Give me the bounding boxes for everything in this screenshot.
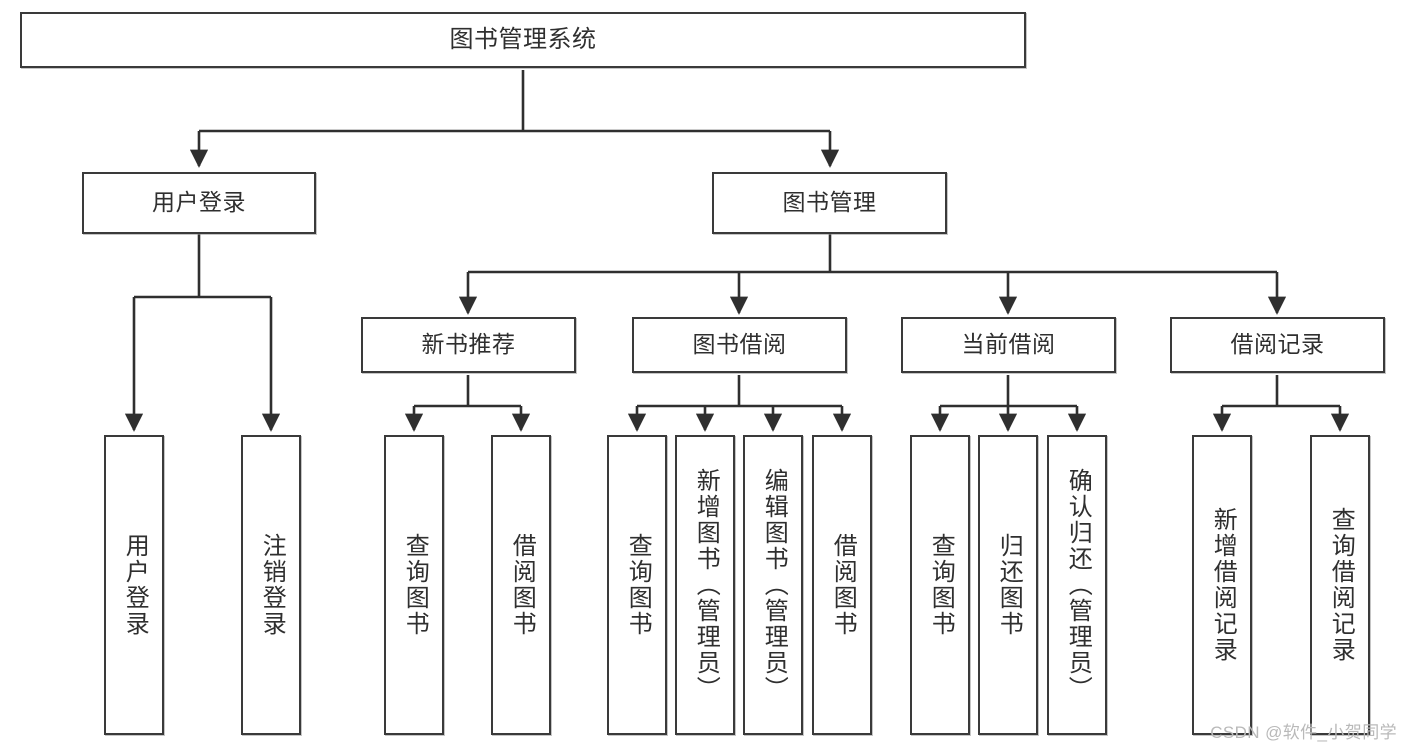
node-user-login[interactable]: 用户登录 bbox=[82, 172, 316, 234]
leaf-bookborrow-query-book-label: 查询图书 bbox=[624, 533, 652, 637]
leaf-bookborrow-query-book[interactable]: 查询图书 bbox=[607, 435, 667, 735]
node-borrow-record-label: 借阅记录 bbox=[1230, 331, 1325, 358]
node-root-system-label: 图书管理系统 bbox=[449, 25, 597, 53]
leaf-currentborrow-return-book-label: 归还图书 bbox=[995, 533, 1023, 637]
leaf-logout-label: 注销登录 bbox=[258, 533, 286, 637]
leaf-borrowrecord-add-record-label: 新增借阅记录 bbox=[1209, 507, 1237, 663]
node-book-management-label: 图书管理 bbox=[782, 189, 877, 216]
csdn-watermark: CSDN @软件_小贺同学 bbox=[1210, 723, 1397, 742]
leaf-newbook-query-book-label: 查询图书 bbox=[401, 533, 429, 637]
node-new-book-recommend[interactable]: 新书推荐 bbox=[361, 317, 576, 373]
leaf-currentborrow-query-book-label: 查询图书 bbox=[927, 533, 955, 637]
leaf-user-login-label: 用户登录 bbox=[121, 533, 149, 637]
leaf-bookborrow-edit-book[interactable]: 编辑图书（管理员） bbox=[743, 435, 803, 735]
node-borrow-record[interactable]: 借阅记录 bbox=[1170, 317, 1385, 373]
node-new-book-recommend-label: 新书推荐 bbox=[421, 331, 516, 358]
leaf-borrowrecord-query-record-label: 查询借阅记录 bbox=[1327, 507, 1355, 663]
node-book-borrow-label: 图书借阅 bbox=[692, 331, 787, 358]
leaf-borrowrecord-add-record[interactable]: 新增借阅记录 bbox=[1192, 435, 1252, 735]
leaf-currentborrow-query-book[interactable]: 查询图书 bbox=[910, 435, 970, 735]
leaf-bookborrow-add-book[interactable]: 新增图书（管理员） bbox=[675, 435, 735, 735]
node-current-borrow[interactable]: 当前借阅 bbox=[901, 317, 1116, 373]
leaf-newbook-borrow-book[interactable]: 借阅图书 bbox=[491, 435, 551, 735]
leaf-bookborrow-edit-book-label: 编辑图书（管理员） bbox=[760, 468, 788, 702]
leaf-bookborrow-borrow-book[interactable]: 借阅图书 bbox=[812, 435, 872, 735]
node-book-borrow[interactable]: 图书借阅 bbox=[632, 317, 847, 373]
leaf-newbook-query-book[interactable]: 查询图书 bbox=[384, 435, 444, 735]
leaf-currentborrow-confirm-return-label: 确认归还（管理员） bbox=[1064, 468, 1092, 702]
node-root-system[interactable]: 图书管理系统 bbox=[20, 12, 1026, 68]
leaf-bookborrow-borrow-book-label: 借阅图书 bbox=[829, 533, 857, 637]
leaf-currentborrow-confirm-return[interactable]: 确认归还（管理员） bbox=[1047, 435, 1107, 735]
leaf-logout[interactable]: 注销登录 bbox=[241, 435, 301, 735]
leaf-currentborrow-return-book[interactable]: 归还图书 bbox=[978, 435, 1038, 735]
node-book-management[interactable]: 图书管理 bbox=[712, 172, 947, 234]
leaf-user-login[interactable]: 用户登录 bbox=[104, 435, 164, 735]
leaf-borrowrecord-query-record[interactable]: 查询借阅记录 bbox=[1310, 435, 1370, 735]
node-user-login-label: 用户登录 bbox=[152, 189, 246, 216]
leaf-bookborrow-add-book-label: 新增图书（管理员） bbox=[692, 468, 720, 702]
node-current-borrow-label: 当前借阅 bbox=[961, 331, 1056, 358]
leaf-newbook-borrow-book-label: 借阅图书 bbox=[508, 533, 536, 637]
